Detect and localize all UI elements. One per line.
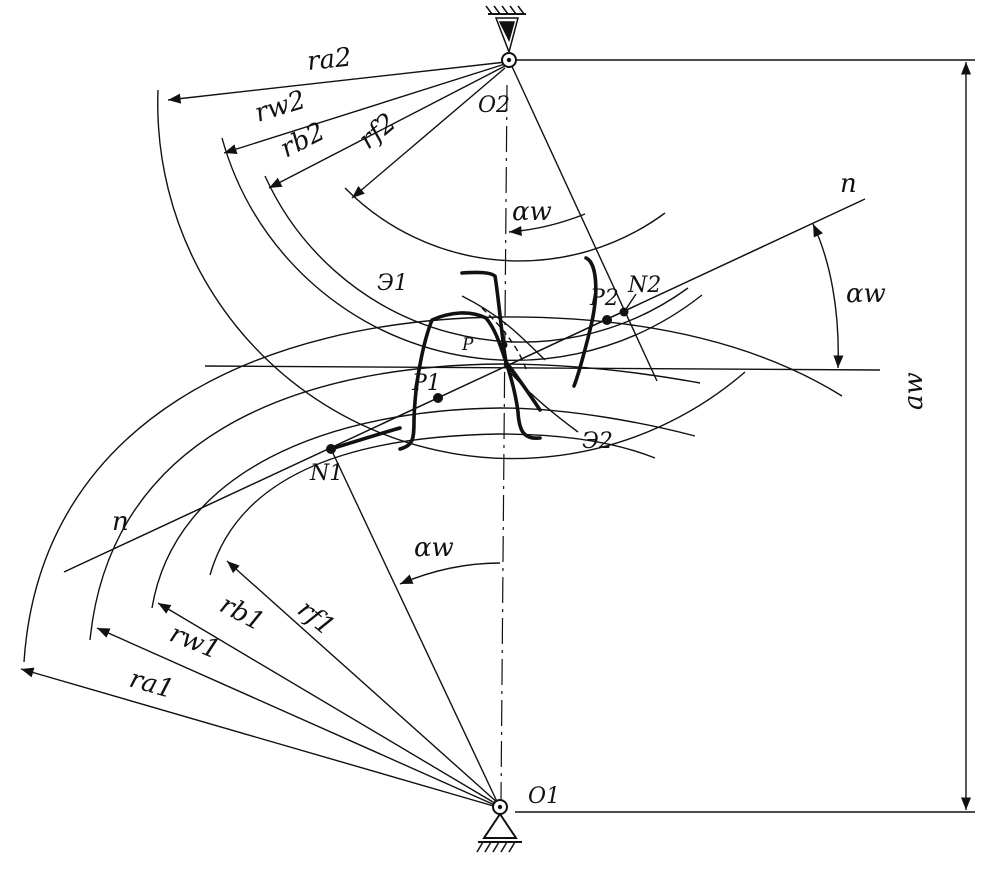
- label-aw: aw: [899, 372, 929, 410]
- label-n-bottom: n: [112, 507, 129, 537]
- reference-line: [204, 365, 881, 371]
- gear2-addendum-circle: [157, 89, 746, 460]
- line-o2-n2: [508, 59, 658, 382]
- alpha-w-arc-right: [812, 223, 844, 369]
- contact-path-e1: [461, 295, 546, 361]
- label-ra1: ra1: [126, 664, 177, 705]
- o2-pivot-support: [485, 5, 526, 55]
- point-n1: [326, 444, 336, 454]
- rb2-arrow: [268, 65, 506, 189]
- gear2-root-circle: [344, 187, 666, 262]
- contact-path-dashed: [481, 307, 528, 373]
- label-ra2: ra2: [306, 42, 353, 76]
- label-alpha-w-bottom: αw: [414, 533, 454, 563]
- contact-path-e2: [509, 371, 579, 433]
- label-rb2: rb2: [276, 117, 330, 164]
- label-p2: P2: [589, 286, 619, 311]
- point-p1: [433, 393, 443, 403]
- ra2-arrow: [167, 61, 507, 104]
- point-n2: [619, 307, 629, 317]
- label-alpha-w-top: αw: [512, 197, 552, 227]
- gear1-lower-flank-n1: [329, 426, 402, 451]
- alpha-w-arc-bottom: [399, 562, 501, 585]
- line-o1-n1: [330, 448, 501, 809]
- gear1-pitch-circle: [89, 363, 701, 641]
- ra1-arrow: [20, 667, 498, 808]
- label-rf1: rf1: [292, 594, 341, 642]
- label-rf2: rf2: [353, 108, 402, 156]
- rf2-arrow: [351, 67, 506, 199]
- rw1-arrow: [96, 627, 498, 807]
- label-rw2: rw2: [251, 85, 309, 129]
- o1-pivot-support: [476, 812, 522, 853]
- center-line: [500, 84, 508, 801]
- label-e2: Э2: [582, 429, 613, 454]
- label-n1: N1: [309, 461, 343, 486]
- gear2-tooth-right-flank: [572, 256, 598, 388]
- alpha-w-arc-top: [508, 213, 586, 237]
- label-rb1: rb1: [215, 590, 269, 638]
- label-e1: Э1: [377, 271, 408, 296]
- gear1-addendum-circle: [23, 316, 843, 663]
- line-of-action: [63, 198, 866, 573]
- label-alpha-w-right: αw: [846, 279, 886, 309]
- label-n2: N2: [627, 273, 661, 298]
- gear2-tooth-left-flank: [460, 270, 508, 364]
- label-p: P: [461, 335, 474, 355]
- label-n-top: n: [840, 169, 857, 199]
- rf1-arrow: [226, 560, 500, 805]
- rw2-arrow: [223, 63, 506, 155]
- gear1-tooth-left-flank: [398, 311, 508, 451]
- gear2-pitch-circle: [221, 137, 703, 362]
- label-rw1: rw1: [165, 619, 224, 666]
- gear1-base-circle: [151, 407, 696, 609]
- label-o2: O2: [478, 93, 510, 118]
- point-p2: [602, 315, 612, 325]
- point-p: [500, 341, 508, 349]
- label-p1: P1: [411, 371, 441, 396]
- rb1-arrow: [157, 602, 499, 806]
- label-o1: O1: [528, 784, 560, 809]
- gear1-root-circle: [209, 433, 656, 576]
- gear1-tooth-right-flank: [504, 360, 542, 440]
- gear1-tooth-right-upper: [504, 360, 542, 412]
